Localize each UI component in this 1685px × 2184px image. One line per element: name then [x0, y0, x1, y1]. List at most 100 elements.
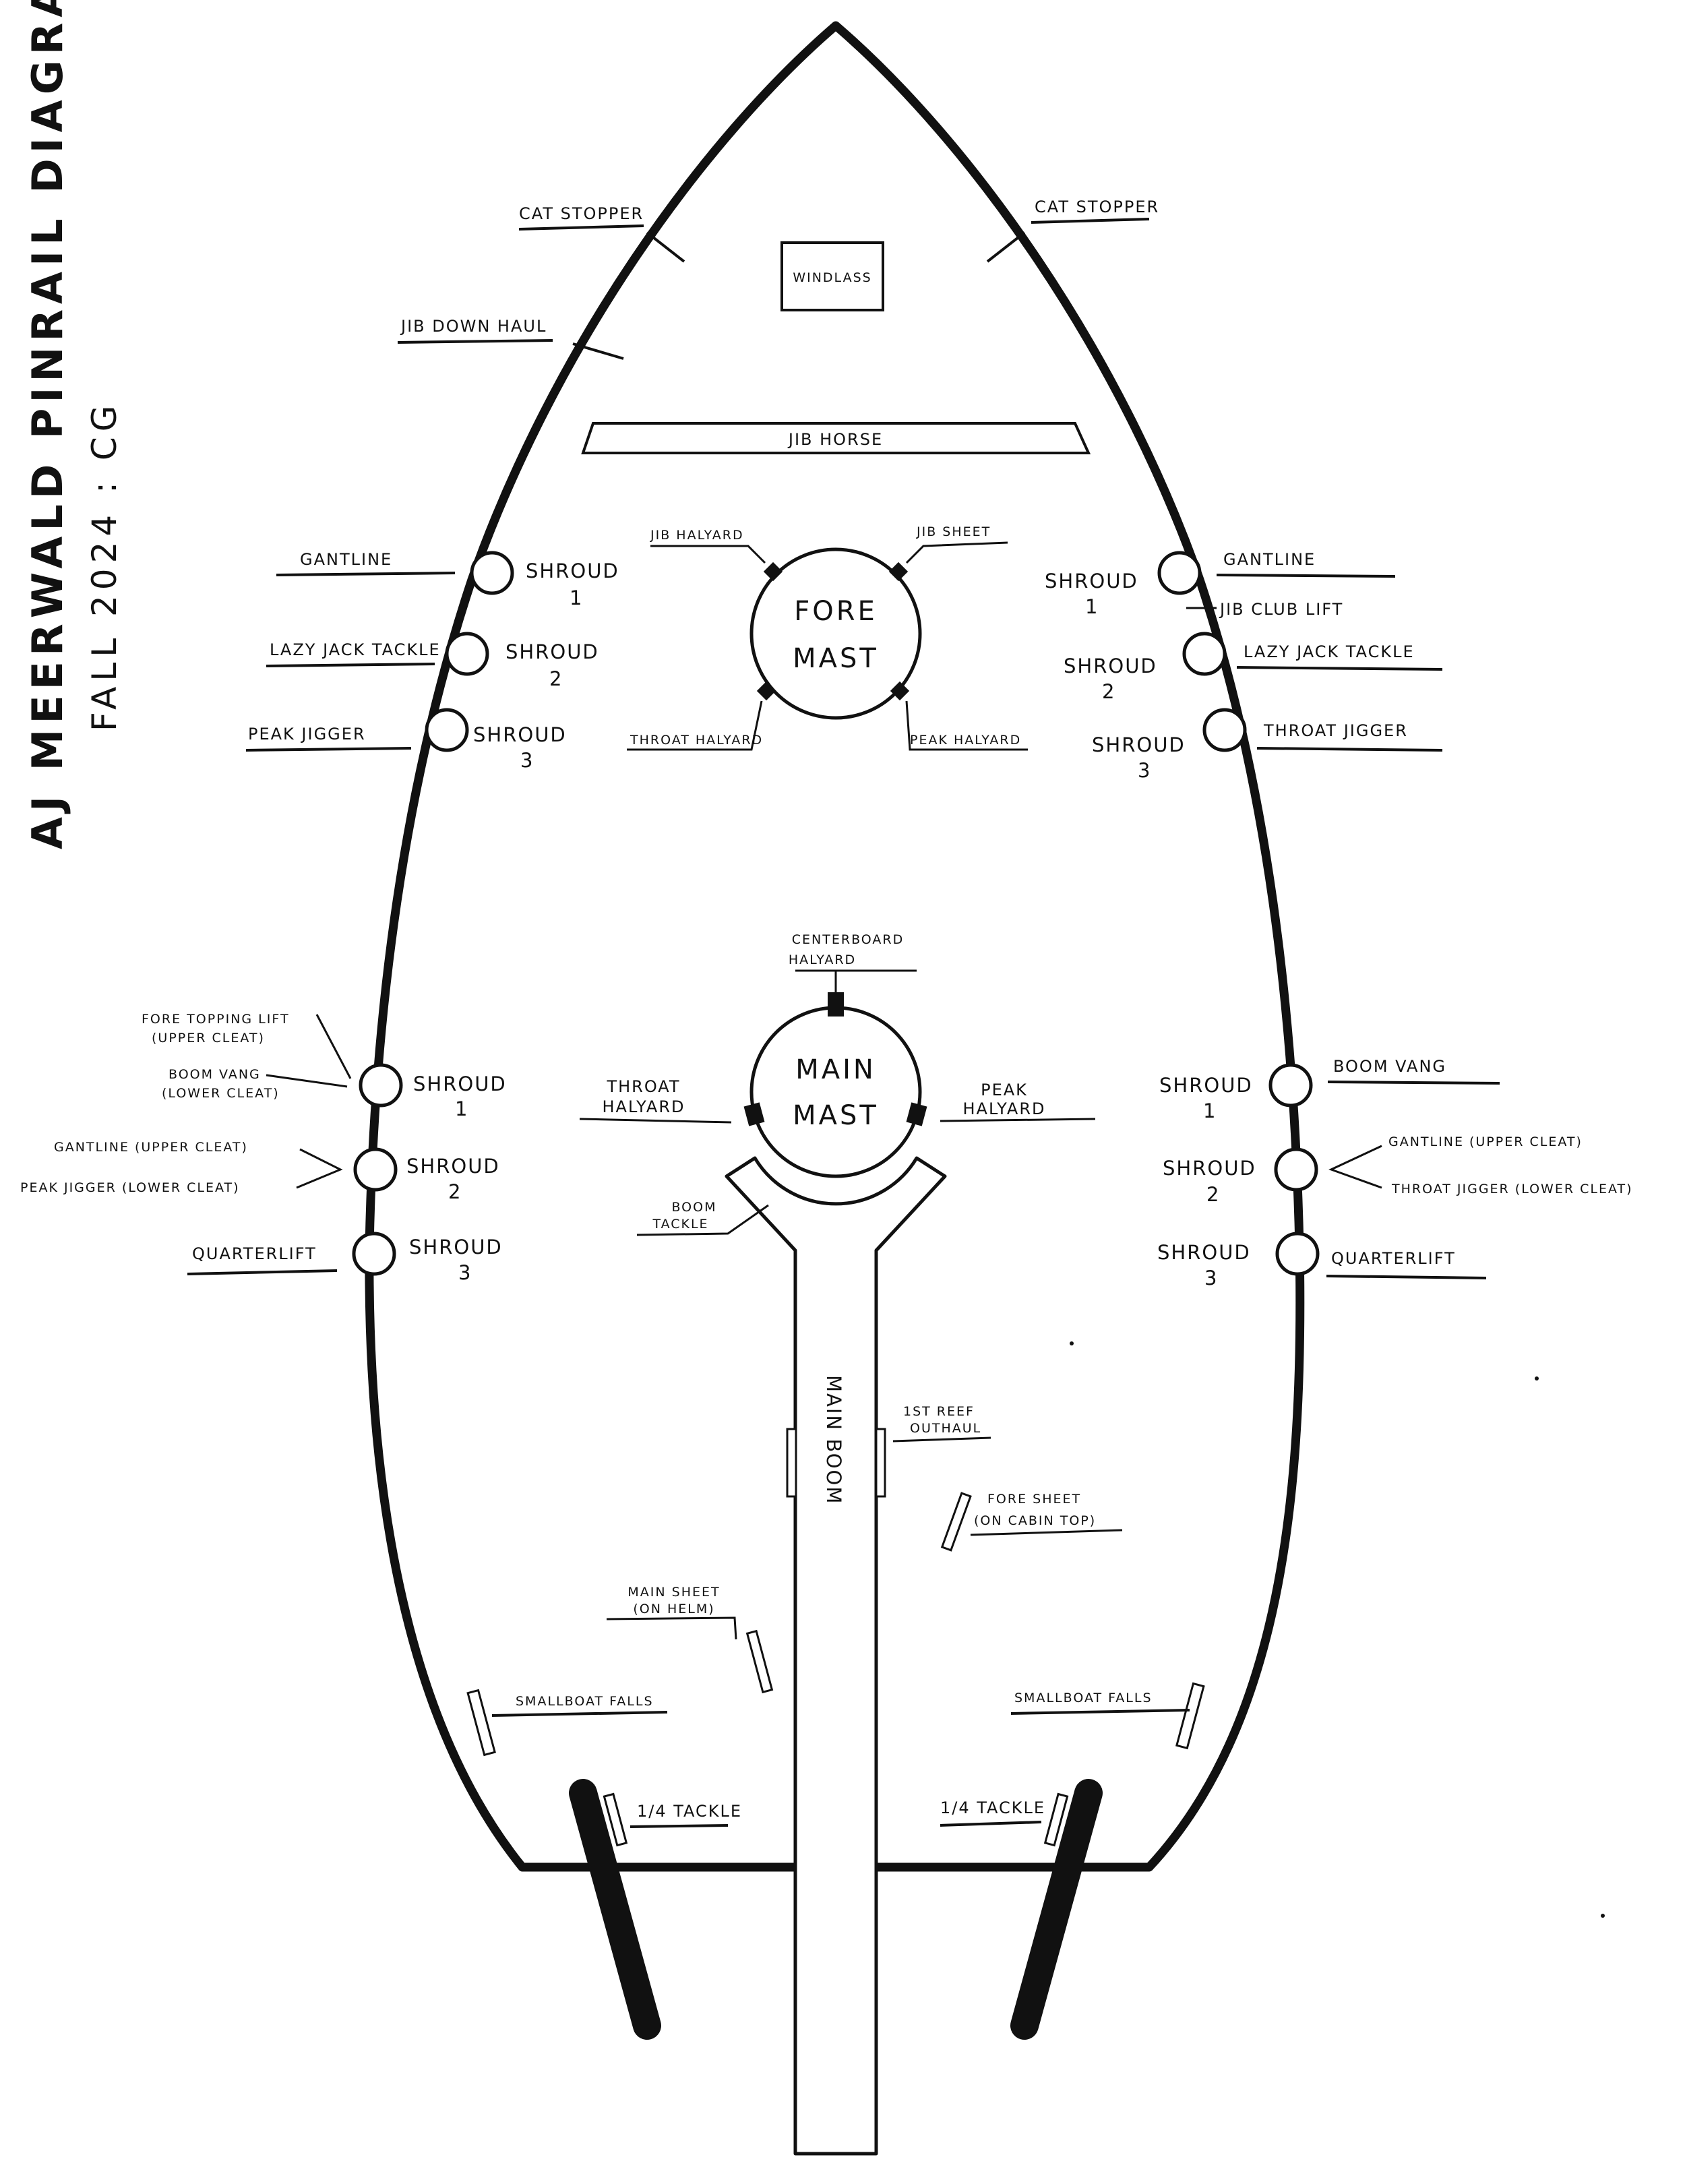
fore-sheet-underline [970, 1529, 1123, 1536]
starboard-boom-vang-label: BOOM VANG [1333, 1057, 1446, 1076]
starboard-main-shroud-3-word: SHROUD [1157, 1241, 1251, 1264]
port-fore-shroud-1 [470, 551, 514, 595]
port-fore-shroud-2-word: SHROUD [506, 640, 599, 663]
starboard-boom-vang-underline [1327, 1081, 1500, 1085]
port-main-shroud-3-number: 3 [458, 1261, 472, 1284]
starboard-main-shroud-2 [1274, 1147, 1318, 1192]
first-reef-outhaul-underline [892, 1436, 991, 1443]
port-fore-lazy-jack-label: LAZY JACK TACKLE [270, 640, 441, 659]
port-fore-shroud-1-word: SHROUD [526, 559, 619, 582]
starboard-fore-shroud-1 [1157, 551, 1202, 595]
starboard-cat-stopper-underline [1031, 218, 1150, 224]
starboard-fore-gantline-underline [1216, 574, 1396, 578]
main-peak-halyard-leader [940, 1118, 1096, 1122]
starboard-davit [1010, 1779, 1103, 2040]
port-fore-peak-jigger-underline [245, 747, 412, 752]
jib-club-lift-label: JIB CLUB LIFT [1219, 600, 1343, 619]
starboard-fore-lazy-jack-underline [1236, 666, 1443, 671]
port-main-shroud-2-word: SHROUD [406, 1155, 500, 1178]
first-reef-outhaul-label-2: OUTHAUL [910, 1421, 981, 1436]
first-reef-outhaul-label-1: 1ST REEF [903, 1404, 975, 1419]
starboard-quarter-tackle-cleat [1043, 1792, 1069, 1847]
port-cat-stopper-label: CAT STOPPER [519, 204, 644, 223]
starboard-fore-shroud-2-word: SHROUD [1064, 655, 1157, 677]
starboard-fore-gantline-label: GANTLINE [1223, 550, 1316, 569]
main-mast-pin-peak [906, 1102, 927, 1126]
starboard-main-gantline-label: GANTLINE (UPPER CLEAT) [1388, 1134, 1583, 1149]
main-mast-label-2: MAST [793, 1100, 879, 1131]
port-main-peak-jigger-label: PEAK JIGGER (LOWER CLEAT) [20, 1180, 240, 1195]
main-peak-halyard-label-2: HALYARD [962, 1099, 1045, 1118]
starboard-fore-shroud-1-word: SHROUD [1045, 570, 1138, 593]
main-boom-jaws [725, 1156, 947, 2156]
starboard-cat-stopper-cleat [986, 231, 1026, 263]
boom-tackle-label-2: TACKLE [652, 1217, 708, 1232]
port-fore-peak-jigger-label: PEAK JIGGER [248, 725, 366, 744]
starboard-main-shroud-3 [1275, 1232, 1320, 1276]
centerboard-halyard-label-2: HALYARD [789, 952, 856, 967]
jib-horse [581, 422, 1091, 454]
windlass [780, 241, 884, 311]
boom-tackle-leader [636, 1204, 769, 1236]
centerboard-halyard-label-1: CENTERBOARD [792, 932, 904, 947]
jib-sheet-label: JIB SHEET [916, 524, 991, 539]
starboard-fore-shroud-2-number: 2 [1102, 680, 1115, 703]
port-main-gantline-label: GANTLINE (UPPER CLEAT) [54, 1140, 248, 1155]
port-fore-shroud-1-number: 1 [570, 586, 583, 609]
port-fore-lazy-jack-underline [266, 663, 435, 667]
port-fore-shroud-2 [445, 632, 489, 676]
starboard-smallboat-falls-underline [1010, 1709, 1190, 1715]
fore-mast-pin-peak-halyard [890, 681, 910, 701]
main-mast-label-1: MAIN [795, 1054, 876, 1085]
main-throat-halyard-label-2: HALYARD [602, 1097, 685, 1116]
port-fore-shroud-3-number: 3 [520, 749, 534, 772]
port-quarterlift-underline [187, 1269, 338, 1275]
port-cat-stopper-underline [518, 224, 644, 231]
starboard-main-shroud-1-word: SHROUD [1159, 1074, 1253, 1097]
main-boom-label: MAIN BOOM [822, 1375, 845, 1505]
fore-mast [749, 547, 922, 720]
starboard-fore-throat-jigger-label: THROAT JIGGER [1263, 721, 1408, 740]
port-smallboat-falls-label: SMALLBOAT FALLS [516, 1694, 654, 1709]
starboard-main-shroud-2-number: 2 [1206, 1183, 1220, 1206]
main-mast [749, 1006, 922, 1178]
port-boom-vang-note: (LOWER CLEAT) [162, 1086, 280, 1101]
port-main-2-leader [296, 1148, 343, 1189]
port-fore-shroud-2-number: 2 [549, 667, 563, 690]
starboard-cat-stopper-label: CAT STOPPER [1035, 198, 1159, 216]
jib-downhaul-underline [397, 339, 553, 344]
starboard-reef-cleat [875, 1428, 886, 1498]
main-peak-halyard-label-1: PEAK [981, 1081, 1028, 1099]
fore-mast-pin-jib-halyard [763, 562, 783, 582]
starboard-fore-throat-jigger-underline [1256, 747, 1443, 752]
starboard-smallboat-falls-cleat [1175, 1682, 1205, 1750]
starboard-fore-shroud-3-number: 3 [1138, 759, 1151, 782]
port-main-shroud-2-number: 2 [448, 1180, 462, 1203]
port-main-shroud-3 [352, 1232, 396, 1276]
main-mast-pin-centerboard [828, 992, 844, 1017]
starboard-main-throat-jigger-label: THROAT JIGGER (LOWER CLEAT) [1391, 1182, 1633, 1196]
main-sheet-label-1: MAIN SHEET [627, 1585, 720, 1600]
port-fore-shroud-3 [425, 708, 469, 752]
fore-peak-halyard-leader [905, 700, 1028, 751]
starboard-smallboat-falls-label: SMALLBOAT FALLS [1014, 1691, 1153, 1705]
fore-topping-lift-note: (UPPER CLEAT) [152, 1031, 265, 1045]
port-fore-gantline-underline [276, 572, 456, 576]
fore-throat-halyard-leader [627, 700, 763, 751]
main-mast-pin-throat [743, 1102, 765, 1126]
fore-throat-halyard-label: THROAT HALYARD [630, 733, 763, 748]
port-fore-shroud-3-word: SHROUD [473, 723, 567, 746]
fore-sheet-label-1: FORE SHEET [987, 1492, 1081, 1507]
port-quarter-tackle-cleat [603, 1792, 628, 1847]
jib-downhaul-cleat [572, 342, 624, 360]
port-smallboat-falls-cleat [466, 1689, 496, 1757]
main-throat-halyard-leader [579, 1118, 732, 1124]
starboard-fore-shroud-3 [1202, 708, 1247, 752]
starboard-main-shroud-3-number: 3 [1204, 1267, 1218, 1290]
port-main-1-leader [266, 1014, 352, 1088]
fore-sheet-cleat [940, 1492, 972, 1552]
main-sheet-leader [606, 1616, 737, 1640]
port-boom-vang-label: BOOM VANG [168, 1067, 261, 1082]
